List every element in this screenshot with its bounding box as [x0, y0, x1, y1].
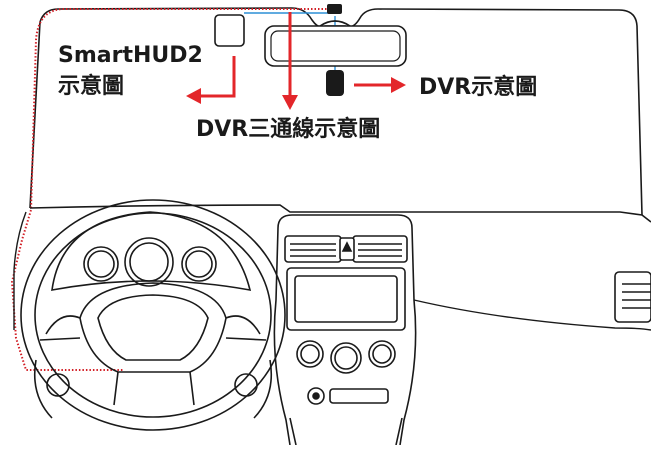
air-vent-icon	[614, 271, 651, 323]
arrow-dvr	[354, 77, 406, 93]
gauges	[83, 237, 217, 287]
center-console-icon	[273, 214, 417, 446]
dvr-three-wire-label: DVR三通線示意圖	[196, 117, 381, 142]
arrow-dvr-wiring	[282, 12, 298, 110]
arrow-smarthud	[186, 56, 236, 104]
dvr-camera-icon	[326, 70, 344, 96]
dvr-diagram-label: DVR示意圖	[419, 75, 538, 100]
smarthud-label-line2: 示意圖	[58, 74, 125, 99]
dvr-three-wire-device-icon	[327, 4, 342, 14]
steering-wheel-icon	[20, 199, 286, 431]
smarthud-device-icon	[214, 14, 245, 47]
glovebox-outline	[413, 299, 651, 331]
dashboard-outline	[29, 204, 651, 223]
gauge-cluster-icon	[51, 211, 252, 292]
rearview-mirror-icon	[264, 20, 407, 67]
smarthud-label-line1: SmartHUD2	[58, 43, 203, 68]
